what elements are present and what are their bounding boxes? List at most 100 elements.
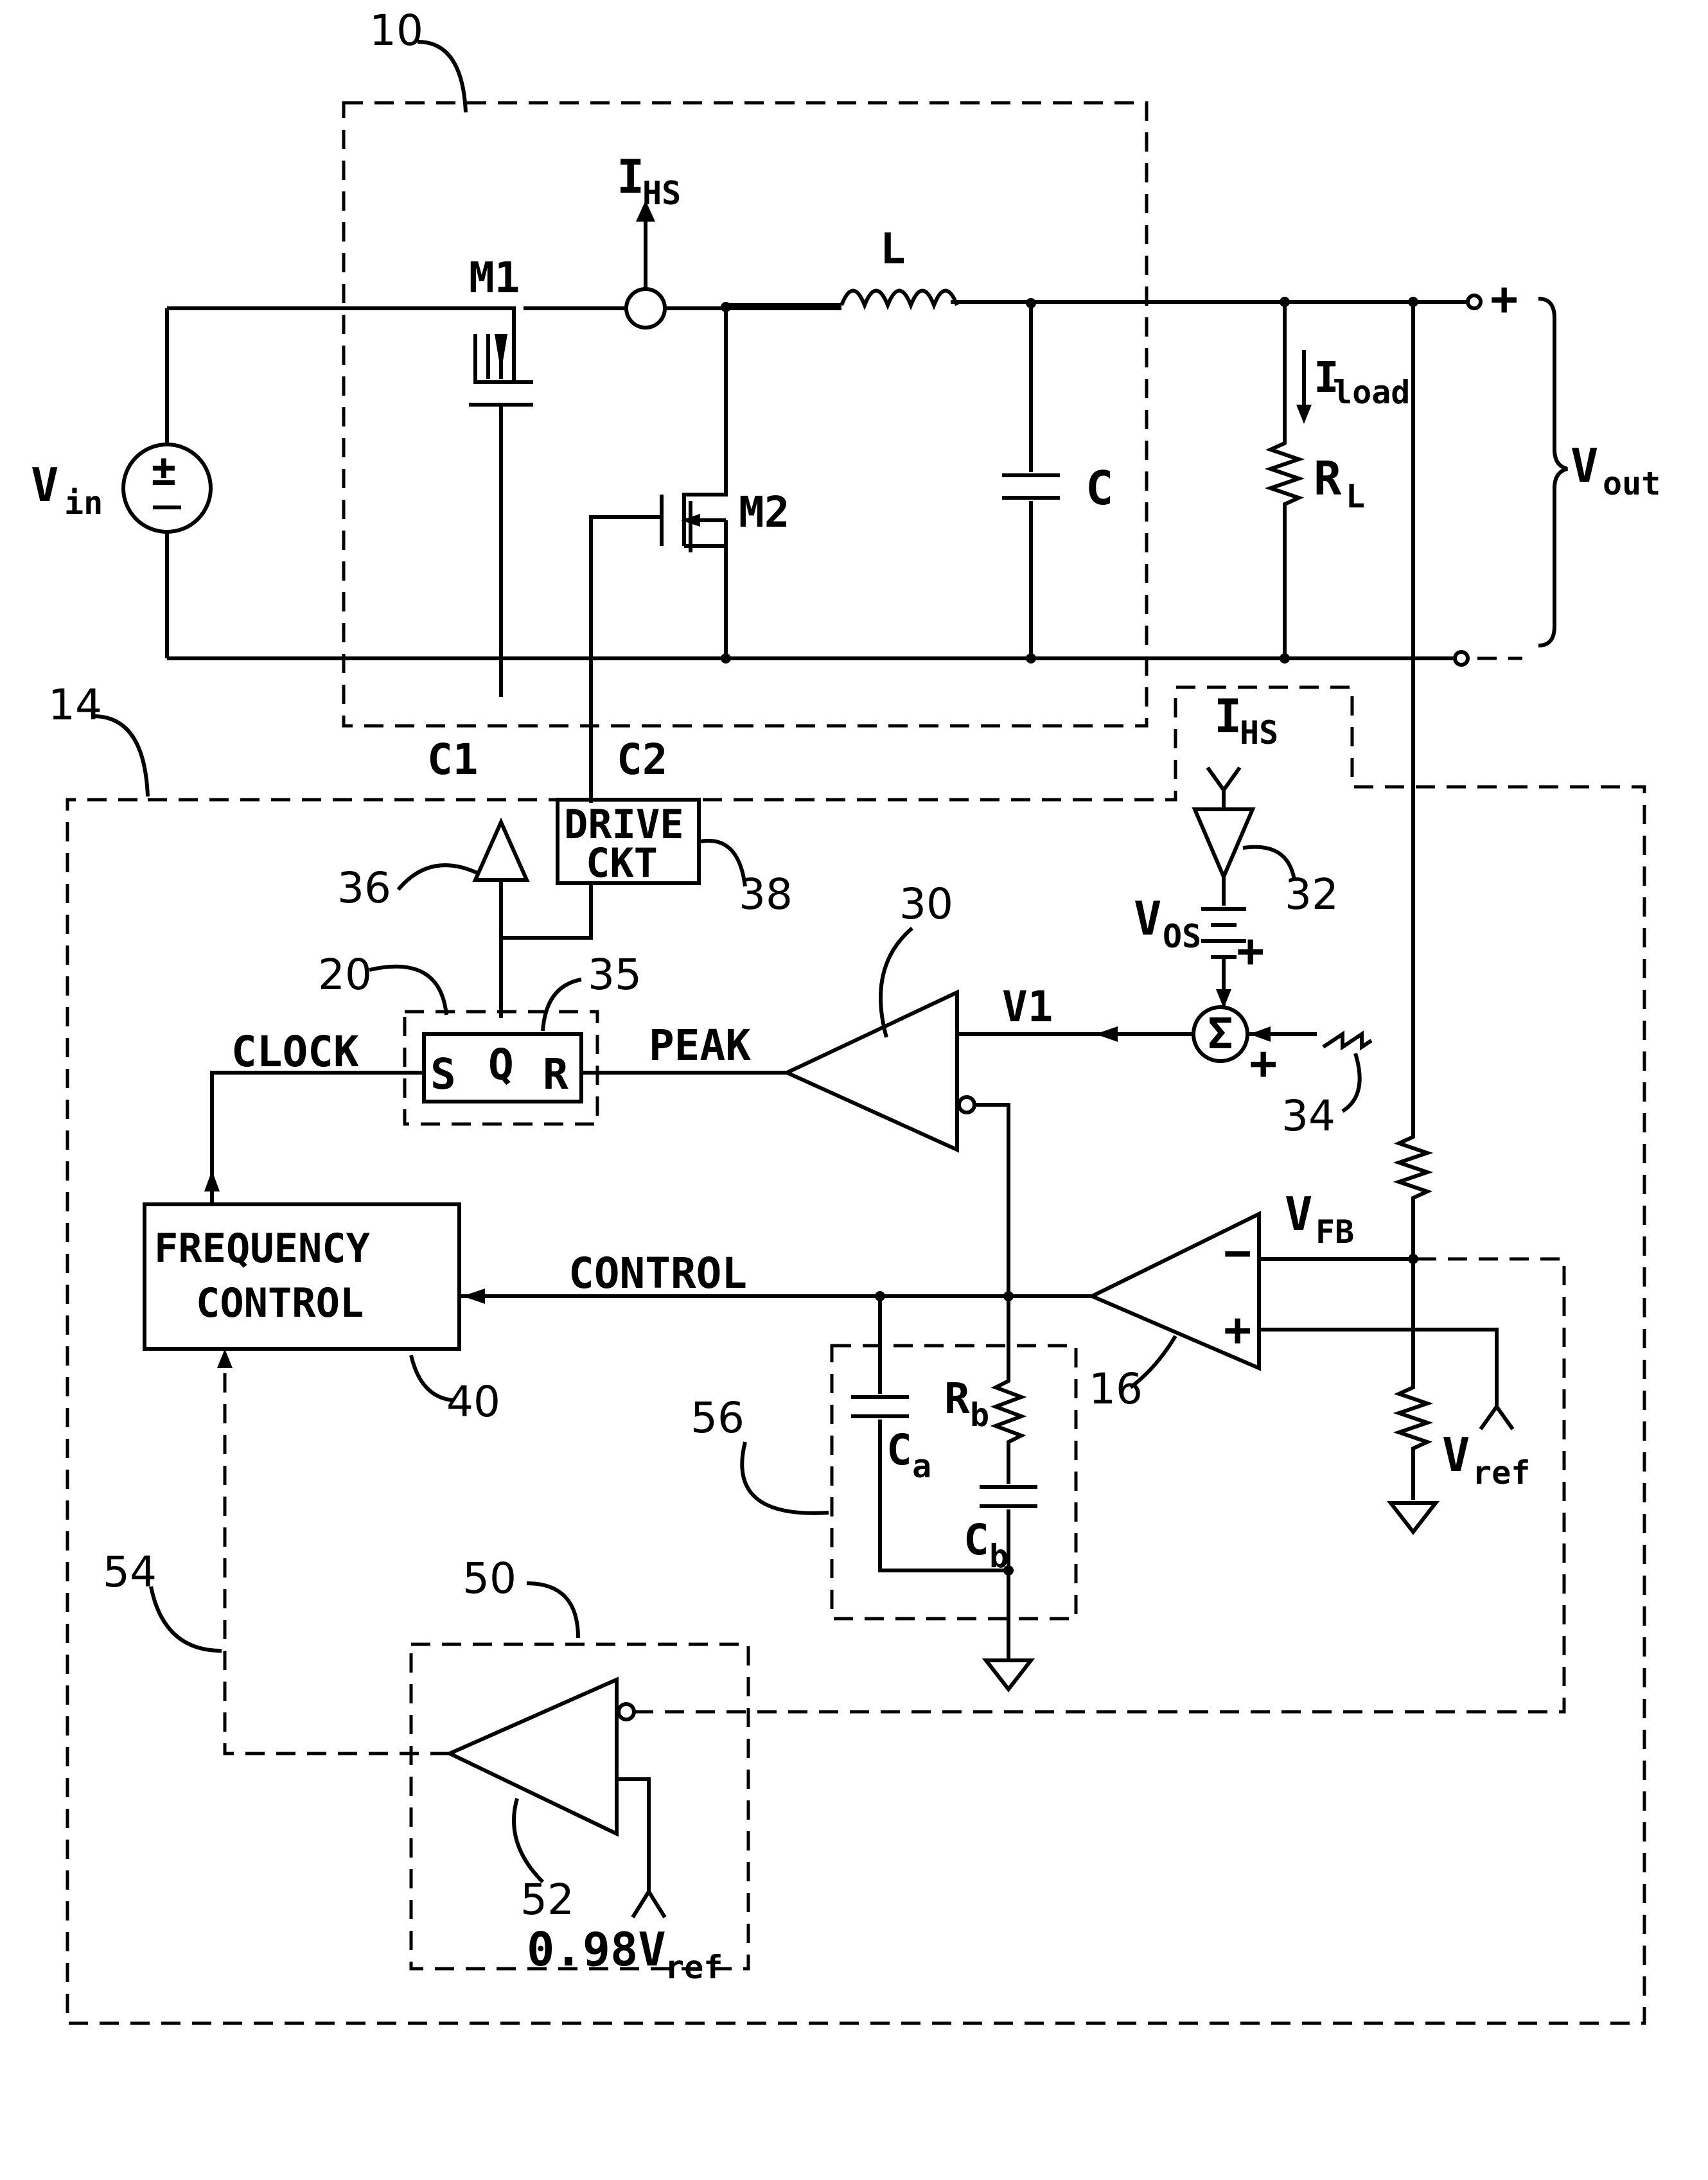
ref-52-leader <box>514 1798 543 1882</box>
vin-label-sub: in <box>64 484 103 522</box>
ref-35: 35 <box>588 950 642 999</box>
comparator-30-neg-wire <box>974 1105 1008 1296</box>
ref-36-leader <box>398 865 479 890</box>
flipflop-s: S <box>430 1050 456 1099</box>
inductor-label: L <box>880 224 906 274</box>
c2-label: C2 <box>617 735 667 784</box>
comp-bottom-dot <box>1003 1565 1014 1576</box>
vfb-to-comp52 <box>634 1259 1564 1712</box>
block-10-boundary <box>344 103 1147 726</box>
ref-56: 56 <box>691 1393 744 1443</box>
ihs-top-label: I <box>617 150 644 204</box>
vref-wire <box>1259 1330 1497 1407</box>
ihs-mid-label: I <box>1214 689 1242 743</box>
rb-label: R <box>944 1374 970 1423</box>
rl-label: R <box>1314 452 1342 505</box>
ref-36: 36 <box>337 863 391 913</box>
ref-16-leader <box>1131 1336 1175 1387</box>
vos-sub: OS <box>1163 918 1201 955</box>
vfb-label: V <box>1285 1187 1312 1241</box>
peak-label: PEAK <box>649 1021 751 1070</box>
vos-label: V <box>1134 892 1161 945</box>
v1-label: V1 <box>1002 982 1053 1032</box>
c1-label: C1 <box>427 735 478 784</box>
comparator-52-invert <box>619 1704 634 1719</box>
vin-label: V <box>31 458 58 512</box>
vref-fork <box>1481 1407 1513 1429</box>
drive-label-2: CKT <box>586 839 658 886</box>
comp52-ref-wire <box>617 1779 649 1892</box>
vref-label: V <box>1442 1428 1470 1482</box>
clock-wire <box>212 1073 424 1204</box>
rl-bottom-dot <box>1280 653 1290 664</box>
buffer-36 <box>475 822 527 880</box>
ground-divider <box>1391 1503 1436 1532</box>
ref-52: 52 <box>520 1875 574 1924</box>
ref-10: 10 <box>369 6 423 55</box>
vos-plus: + <box>1237 924 1264 978</box>
ref-38: 38 <box>739 870 793 919</box>
ref-14: 14 <box>48 680 102 730</box>
m1-label: M1 <box>469 253 520 303</box>
clock-arrow <box>204 1170 220 1191</box>
vfb-tap-wire <box>1399 302 1427 1500</box>
rb-sub: b <box>970 1396 989 1434</box>
vref-sub: ref <box>1472 1454 1530 1491</box>
ground-comp <box>986 1660 1031 1689</box>
comp52-out-dashed <box>225 1358 450 1754</box>
vfb-sub: FB <box>1316 1213 1354 1251</box>
vout-minus-terminal <box>1455 652 1468 665</box>
current-sense-ihs <box>626 289 665 328</box>
comparator-50-boundary <box>411 1644 748 1969</box>
comparator-30 <box>787 992 957 1150</box>
ref-16: 16 <box>1089 1364 1143 1414</box>
freq-label-2: CONTROL <box>196 1279 364 1326</box>
vout-plus-terminal <box>1468 295 1481 308</box>
ihs-top-sub: HS <box>642 175 681 212</box>
ca-label: C <box>886 1425 912 1475</box>
iload-arrow-head <box>1296 405 1312 424</box>
capacitor-C <box>1002 303 1060 658</box>
drive-wire <box>501 883 591 938</box>
rl-sub: L <box>1346 478 1365 515</box>
vout-label: V <box>1571 439 1598 493</box>
flipflop-q: Q <box>488 1040 514 1089</box>
vin-source-plus: ± <box>151 446 177 495</box>
freq-label-1: FREQUENCY <box>154 1225 371 1272</box>
clock-label: CLOCK <box>231 1027 359 1077</box>
iload-sub: load <box>1333 374 1410 411</box>
ihs-input-fork <box>1208 768 1240 809</box>
inductor-L <box>841 291 957 306</box>
sigma-symbol: Σ <box>1208 1009 1233 1059</box>
vref098-label: 0.98V <box>527 1922 666 1976</box>
rb-cb-wire <box>980 1296 1037 1660</box>
vout-sub: out <box>1603 465 1660 502</box>
ref-54: 54 <box>103 1547 157 1597</box>
comp52-arrow <box>217 1349 233 1368</box>
comp52-ref-fork <box>633 1892 665 1917</box>
ea-minus: − <box>1224 1226 1251 1279</box>
m2-transistor <box>591 307 726 803</box>
block-14-boundary <box>67 687 1644 2023</box>
vout-plus-sign: + <box>1490 272 1518 326</box>
ref-54-leader <box>151 1587 222 1651</box>
ref-35-leader <box>543 980 581 1031</box>
ca-sub: a <box>912 1448 931 1485</box>
vref098-sub: ref <box>665 1949 723 1986</box>
capacitor-label: C <box>1086 461 1113 515</box>
m1-transistor <box>469 308 533 697</box>
ref-40: 40 <box>446 1377 500 1427</box>
control-label: CONTROL <box>568 1249 747 1298</box>
ref-20-leader <box>369 967 446 1015</box>
power-stage: ± V in M1 I HS M2 <box>31 6 1660 803</box>
ref-50: 50 <box>462 1554 516 1603</box>
control-arrow <box>462 1288 485 1304</box>
comparator-30-invert <box>959 1097 974 1112</box>
sum-plus: + <box>1249 1036 1277 1090</box>
vfb-dot <box>1408 1254 1418 1264</box>
control-block: 14 C1 C2 36 DRIVE CKT 38 S Q R 20 35 CLO… <box>48 302 1644 2023</box>
amplifier-32 <box>1195 809 1253 877</box>
ref-30: 30 <box>899 879 953 929</box>
m2-label: M2 <box>739 488 789 537</box>
